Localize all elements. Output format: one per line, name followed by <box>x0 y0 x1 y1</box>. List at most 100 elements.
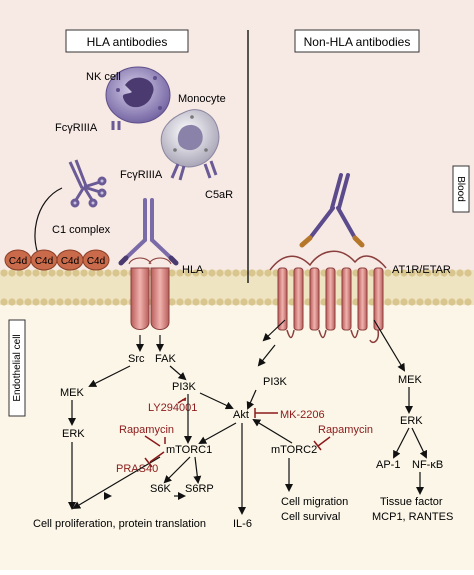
inhibitor-ly294002: LY294001 <box>148 402 197 414</box>
fcgr-nk-receptor <box>111 121 121 130</box>
lipid-head <box>264 298 272 306</box>
node-mtorc2: mTORC2 <box>271 444 317 456</box>
lipid-head <box>104 269 112 277</box>
lipid-head <box>32 269 40 277</box>
inhibitor-rapamycin-right: Rapamycin <box>318 424 373 436</box>
lipid-head <box>40 298 48 306</box>
outcome-tissue-factor: Tissue factor <box>380 496 443 508</box>
lipid-head <box>384 298 392 306</box>
lipid-head <box>176 269 184 277</box>
node-pi3k-left: PI3K <box>172 381 197 393</box>
c4d-molecule: C4d <box>4 249 32 271</box>
lipid-head <box>24 298 32 306</box>
lipid-head <box>200 298 208 306</box>
fcgr-nk-label: FcγRIIIA <box>55 122 98 134</box>
lipid-head <box>224 269 232 277</box>
at1r-receptor <box>269 250 387 343</box>
lipid-head <box>16 269 24 277</box>
c4d-molecule: C4d <box>82 249 110 271</box>
lipid-head <box>40 269 48 277</box>
hla-header-label: HLA antibodies <box>87 35 168 49</box>
c4d-label: C4d <box>9 256 27 267</box>
lipid-head <box>200 269 208 277</box>
lipid-head <box>464 269 472 277</box>
lipid-head <box>416 298 424 306</box>
lipid-head <box>96 269 104 277</box>
lipid-head <box>408 298 416 306</box>
lipid-head <box>48 298 56 306</box>
hla-label: HLA <box>182 264 204 276</box>
c4d-label: C4d <box>35 256 53 267</box>
endothelial-label: Endothelial cell <box>12 334 23 401</box>
lipid-head <box>440 269 448 277</box>
c4d-label: C4d <box>87 256 105 267</box>
inhibition-bars <box>144 397 331 468</box>
lipid-head <box>72 298 80 306</box>
lipid-head <box>424 298 432 306</box>
outcome-proliferation: Cell proliferation, protein translation <box>33 518 206 530</box>
lipid-head <box>248 269 256 277</box>
outcome-il6: IL-6 <box>233 518 252 530</box>
non-hla-antibody <box>299 173 365 248</box>
monocyte-label: Monocyte <box>178 93 226 105</box>
lipid-head <box>48 269 56 277</box>
c1-complex <box>68 159 107 208</box>
lipid-head <box>232 269 240 277</box>
node-mtorc1: mTORC1 <box>166 444 212 456</box>
monocyte <box>160 109 220 168</box>
node-nfkb: NF-κB <box>412 459 443 471</box>
endothelial-tag: Endothelial cell <box>8 319 26 417</box>
lipid-head <box>0 269 8 277</box>
lipid-head <box>216 269 224 277</box>
lipid-head <box>16 298 24 306</box>
lipid-head <box>232 298 240 306</box>
cell-region <box>0 305 474 570</box>
at1r-label: AT1R/ETAR <box>392 264 451 276</box>
lipid-head <box>184 269 192 277</box>
nk-cell-label: NK cell <box>86 71 121 83</box>
lipid-head <box>448 269 456 277</box>
lipid-head <box>456 298 464 306</box>
lipid-head <box>64 298 72 306</box>
lipid-head <box>80 269 88 277</box>
lipid-head <box>208 269 216 277</box>
node-s6rp: S6RP <box>185 483 214 495</box>
node-fak: FAK <box>155 353 176 365</box>
lipid-head <box>64 269 72 277</box>
c4d-molecule: C4d <box>30 249 58 271</box>
lipid-head <box>400 298 408 306</box>
lipid-head <box>168 298 176 306</box>
lipid-head <box>8 269 16 277</box>
outcome-mcp1: MCP1, RANTES <box>372 511 453 523</box>
c4d-label: C4d <box>61 256 79 267</box>
hla-receptor <box>128 257 172 330</box>
lipid-head <box>56 298 64 306</box>
blood-label: Blood <box>455 176 466 202</box>
non-hla-header-label: Non-HLA antibodies <box>304 35 411 49</box>
lipid-head <box>256 298 264 306</box>
inhibitor-mk2206: MK-2206 <box>280 409 325 421</box>
node-s6k: S6K <box>150 483 171 495</box>
lipid-head <box>256 269 264 277</box>
c1-complex-label: C1 complex <box>52 224 111 236</box>
lipid-head <box>80 298 88 306</box>
node-erk-right: ERK <box>400 415 423 427</box>
lipid-head <box>176 298 184 306</box>
lipid-head <box>184 298 192 306</box>
lipid-head <box>240 298 248 306</box>
node-ap1: AP-1 <box>376 459 400 471</box>
node-mek-right: MEK <box>398 374 423 386</box>
hla-header: HLA antibodies <box>65 29 189 53</box>
lipid-head <box>216 298 224 306</box>
lipid-head <box>424 269 432 277</box>
node-src: Src <box>128 353 145 365</box>
lipid-head <box>112 269 120 277</box>
outcome-migration: Cell migration <box>281 496 348 508</box>
hla-antibody <box>118 198 179 266</box>
lipid-head <box>0 298 8 306</box>
non-hla-header: Non-HLA antibodies <box>294 29 420 53</box>
lipid-head <box>416 269 424 277</box>
inhibitor-rapamycin-left: Rapamycin <box>119 424 174 436</box>
monocyte-receptors <box>170 160 218 181</box>
